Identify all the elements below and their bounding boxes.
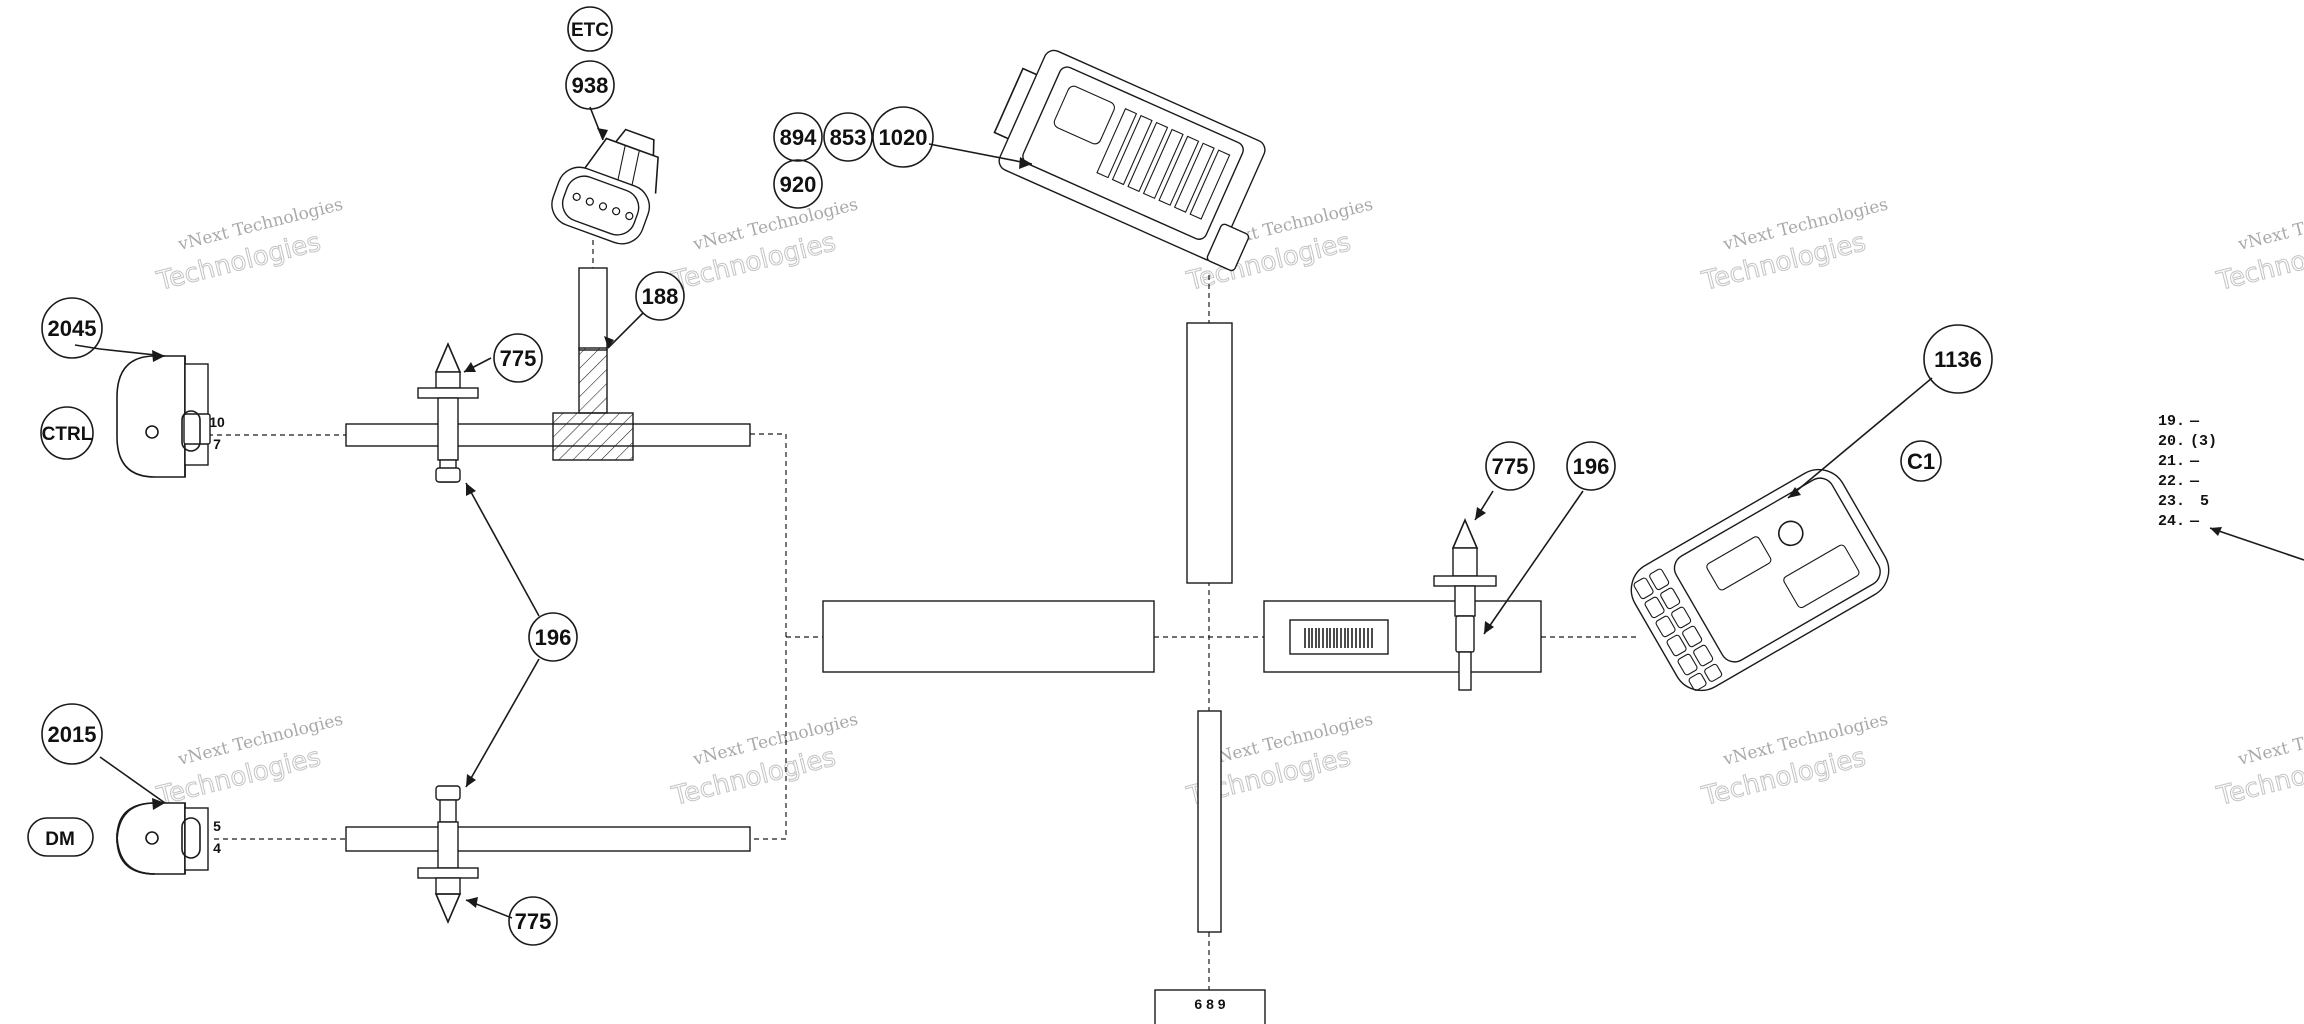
svg-text:775: 775 (500, 346, 537, 371)
callout-dm: DM (27, 817, 94, 857)
svg-text:5: 5 (2200, 493, 2209, 510)
callout-ctrl: CTRL (40, 406, 94, 460)
svg-text:DM: DM (45, 829, 75, 850)
svg-text:920: 920 (780, 172, 817, 197)
etc-sleeve (578, 267, 608, 351)
pin-list-row: 19. — (2158, 413, 2200, 430)
callout-188: 188 (635, 271, 685, 321)
ctrl-pin-7: 7 (213, 436, 221, 452)
svg-text:(3): (3) (2190, 433, 2217, 450)
svg-text:—: — (2189, 413, 2200, 430)
svg-text:23.: 23. (2158, 493, 2185, 510)
svg-text:C1: C1 (1907, 449, 1935, 474)
watermark-text: vNext Technologies (2235, 710, 2304, 771)
callout-775-right: 775 (1485, 441, 1535, 491)
callout-775-bottom: 775 (508, 896, 558, 946)
ctrl-connector: 10 7 (116, 355, 225, 478)
callout-etc: ETC (567, 6, 613, 52)
pin-list-row: 23. 5 (2158, 493, 2209, 510)
svg-text:24.: 24. (2158, 513, 2185, 530)
top-connector-1020 (993, 49, 1266, 272)
bottom-connector-label: 6 8 9 (1194, 996, 1225, 1012)
pin-list-row: 20. (3) (2158, 433, 2217, 450)
svg-text:2015: 2015 (48, 722, 97, 747)
clip-775-right (1433, 517, 1497, 691)
svg-text:1136: 1136 (1934, 347, 1982, 372)
callout-853: 853 (823, 112, 873, 162)
svg-text:853: 853 (830, 125, 867, 150)
svg-text:196: 196 (535, 625, 572, 650)
vertical-sleeve-top (1186, 322, 1233, 584)
callout-196-right: 196 (1566, 441, 1616, 491)
svg-text:20.: 20. (2158, 433, 2185, 450)
svg-text:—: — (2189, 473, 2200, 490)
ctrl-pin-10: 10 (209, 414, 225, 430)
svg-text:22.: 22. (2158, 473, 2185, 490)
callout-196-mid: 196 (528, 612, 578, 662)
svg-text:2045: 2045 (48, 316, 97, 341)
callout-2045: 2045 (41, 297, 103, 359)
svg-text:938: 938 (572, 73, 609, 98)
pin-list-row: 24. — (2158, 513, 2200, 530)
clip-775-bottom (417, 785, 479, 925)
dm-pin-5: 5 (213, 818, 221, 834)
dm-sleeve (345, 826, 751, 852)
svg-text:—: — (2189, 513, 2200, 530)
dm-pin-4: 4 (213, 840, 221, 856)
bottom-connector (1154, 989, 1266, 1024)
leader-lines (74, 106, 2304, 919)
pin-list-row: 22. — (2158, 473, 2200, 490)
svg-text:ETC: ETC (571, 20, 609, 41)
svg-text:775: 775 (515, 909, 552, 934)
svg-text:775: 775 (1492, 454, 1529, 479)
svg-text:19.: 19. (2158, 413, 2185, 430)
callout-c1: C1 (1900, 440, 1942, 482)
callout-1136: 1136 (1923, 324, 1993, 394)
pin-list: 19. — 20. (3) 21. — 22. — 23. 5 24. — (2158, 413, 2217, 530)
pin-list-row: 21. — (2158, 453, 2200, 470)
callout-2015: 2015 (41, 703, 103, 765)
svg-text:1020: 1020 (879, 125, 928, 150)
callout-938: 938 (565, 60, 615, 110)
svg-text:894: 894 (780, 125, 817, 150)
dm-connector: 5 4 (116, 802, 221, 875)
callout-1020: 1020 (872, 106, 934, 168)
callout-920: 920 (773, 159, 823, 209)
ctrl-sleeve (345, 423, 751, 447)
trunk-sleeve-left (822, 600, 1155, 673)
svg-text:CTRL: CTRL (42, 424, 93, 445)
clip-775-top (417, 341, 479, 483)
barcode-label (1289, 619, 1389, 655)
harness-sleeves: 6 8 9 (345, 267, 1542, 1024)
callout-775-top: 775 (493, 333, 543, 383)
watermark-text: vNext Technologies (2235, 195, 2304, 256)
callout-894: 894 (773, 112, 823, 162)
vertical-sleeve-bottom (1197, 710, 1222, 933)
etc-connector (551, 128, 659, 245)
svg-text:188: 188 (642, 284, 679, 309)
svg-text:196: 196 (1573, 454, 1610, 479)
svg-text:—: — (2189, 453, 2200, 470)
splice-188 (552, 347, 634, 461)
c1-connector (1630, 468, 1890, 692)
svg-text:21.: 21. (2158, 453, 2185, 470)
